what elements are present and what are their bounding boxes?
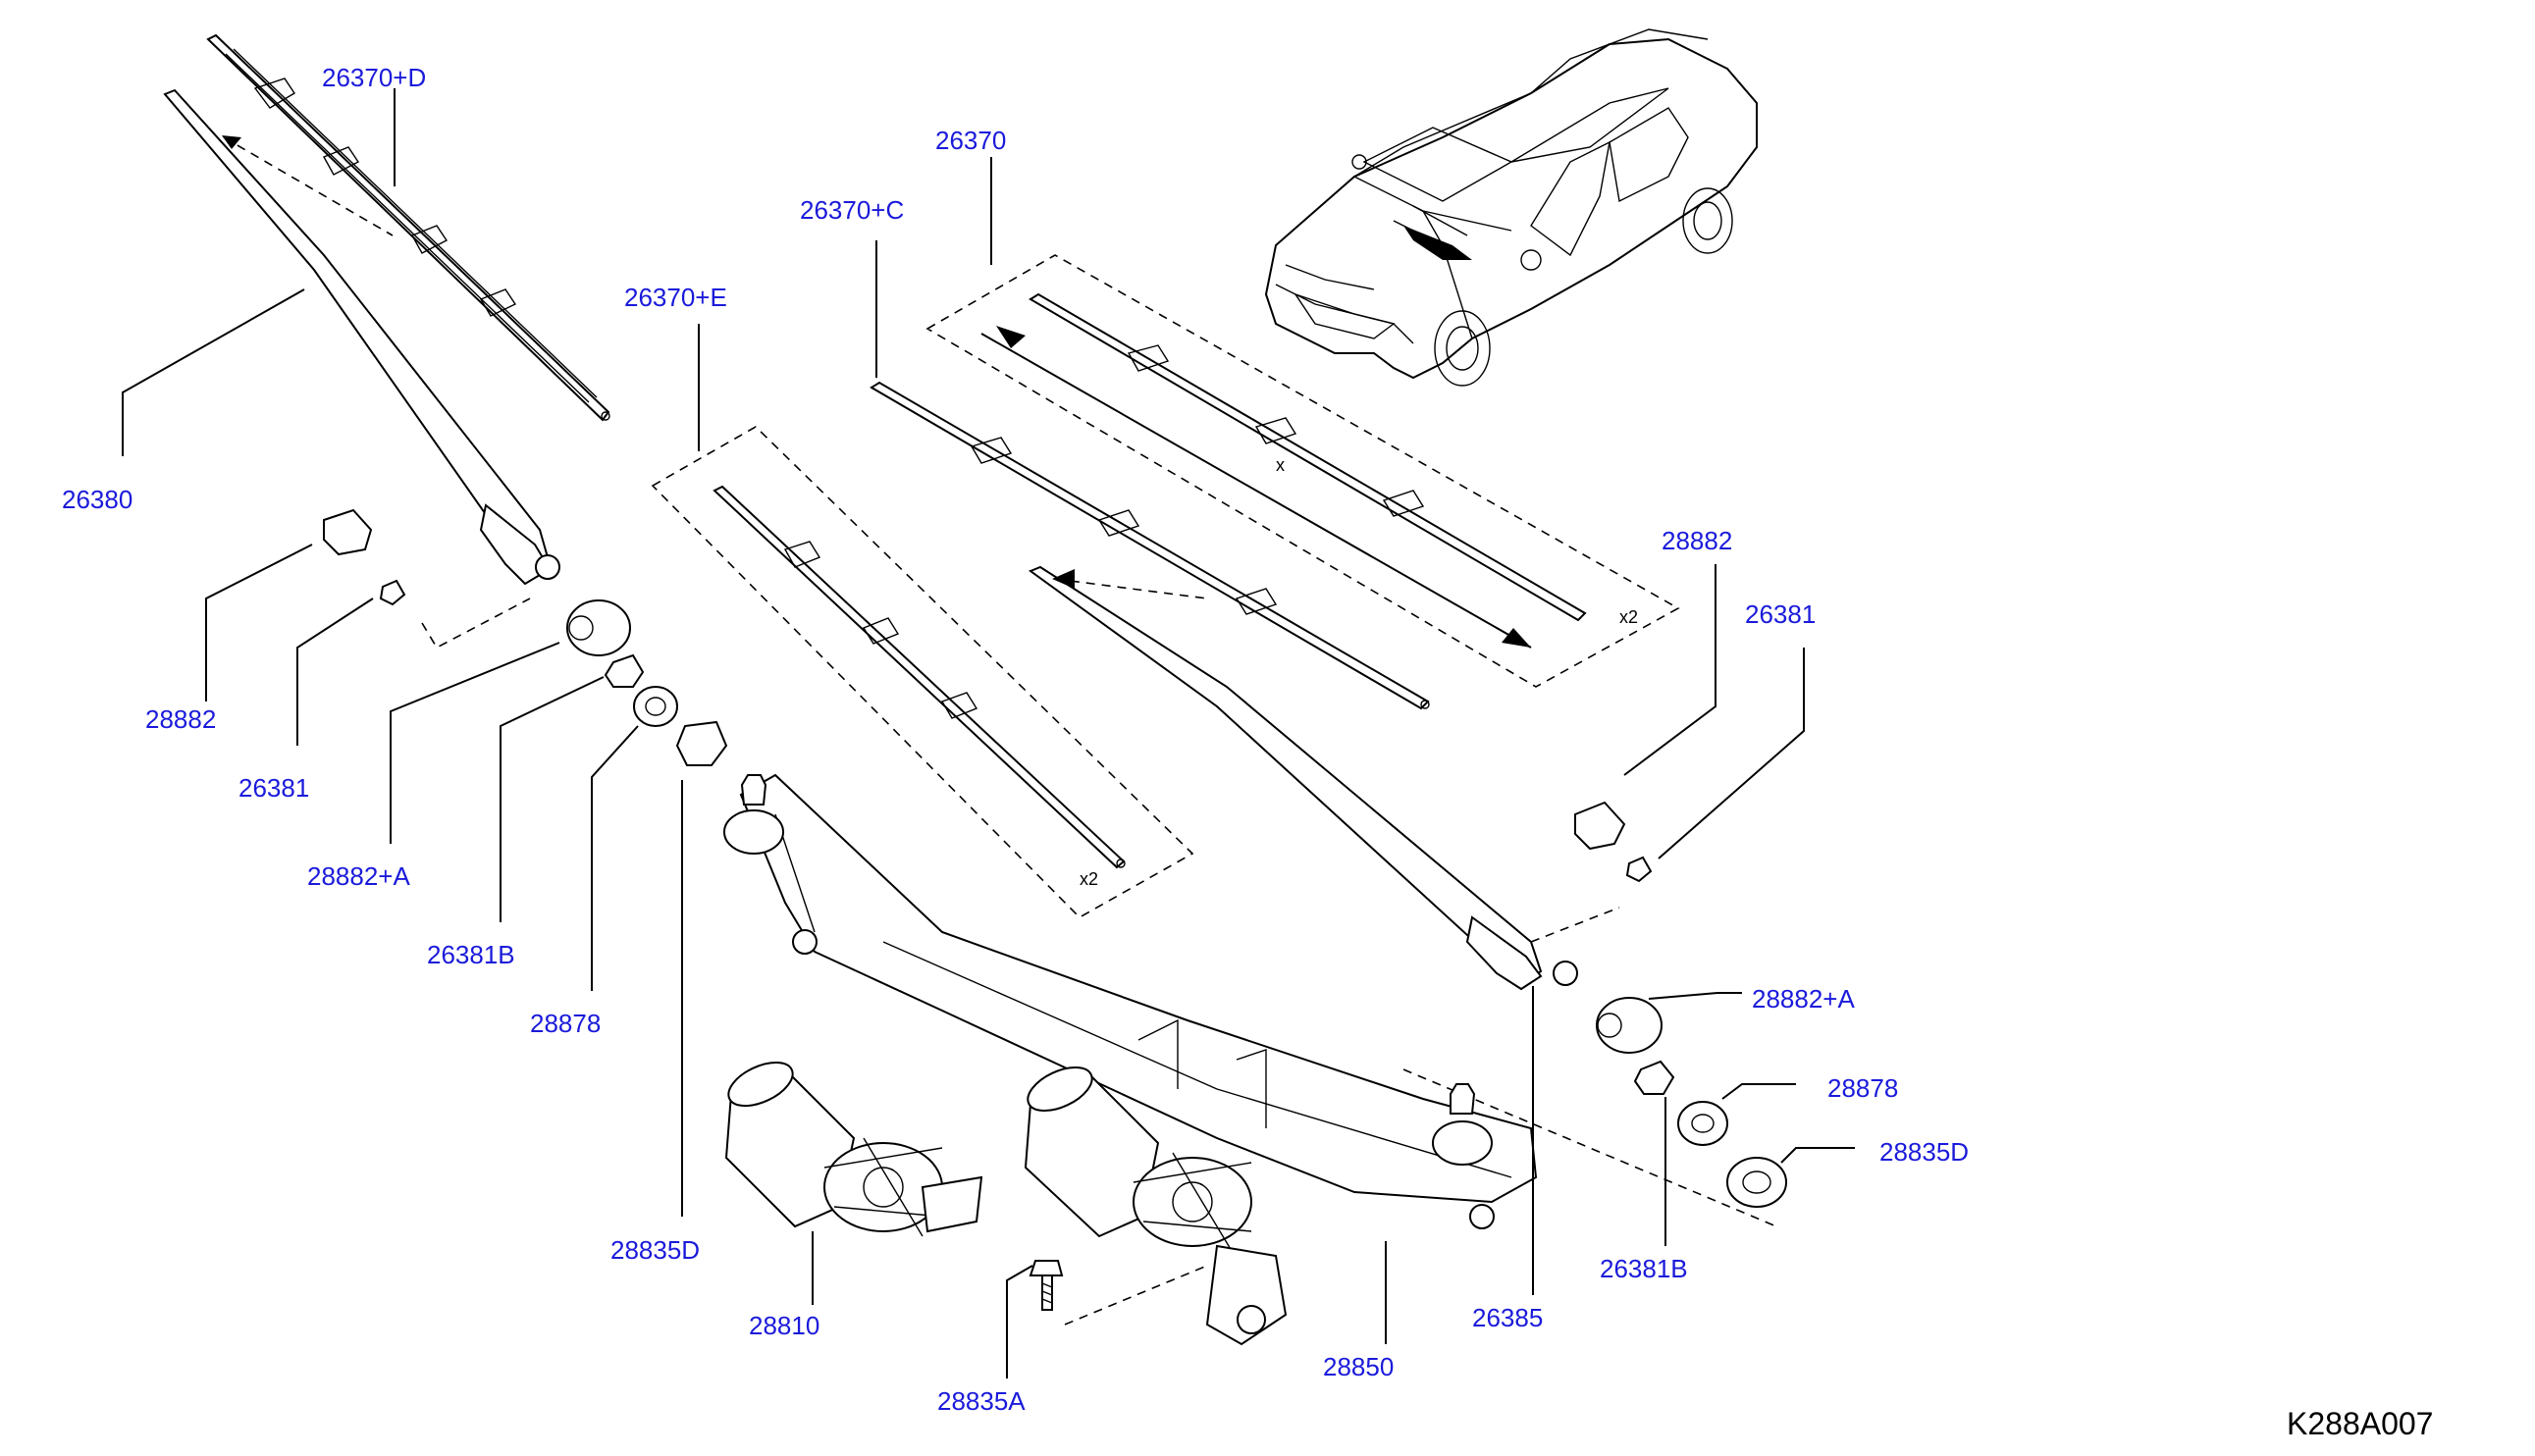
label-26370-e: 26370+E — [624, 283, 727, 312]
blade-group-main — [870, 254, 1680, 710]
drawing-code: K288A007 — [2287, 1406, 2433, 1441]
label-28810: 28810 — [749, 1311, 819, 1340]
left-nut-26381B — [604, 653, 645, 688]
label-28882-left: 28882 — [145, 704, 216, 734]
label-26380: 26380 — [62, 485, 132, 514]
motor-28810 — [724, 1061, 983, 1237]
label-26370: 26370 — [935, 126, 1006, 155]
multiplier-x2-top: x2 — [1619, 607, 1638, 627]
multiplier-x: x — [1276, 455, 1285, 475]
right-nut-26381B — [1633, 1060, 1675, 1095]
label-26385: 26385 — [1472, 1303, 1543, 1332]
right-pivot-cap — [1596, 997, 1663, 1054]
blade-group-e — [651, 426, 1194, 918]
label-26381-right: 26381 — [1745, 599, 1816, 629]
right-wiper-arm — [1028, 565, 1620, 991]
right-bushing-28835D — [1726, 1157, 1787, 1208]
right-nut-26381 — [1625, 856, 1653, 883]
motor-center — [1024, 1066, 1288, 1346]
left-pivot-cap — [566, 599, 631, 656]
left-bushing-28835D — [675, 720, 728, 766]
left-washer-28878 — [633, 686, 678, 727]
left-cap-28882 — [323, 508, 373, 556]
label-26381b-left: 26381B — [427, 940, 515, 969]
left-wiper-blade — [206, 33, 610, 422]
label-26381b-right: 26381B — [1600, 1254, 1688, 1283]
label-28835d-left: 28835D — [610, 1235, 700, 1265]
label-26370-d: 26370+D — [322, 63, 426, 92]
label-28878-left: 28878 — [530, 1009, 601, 1038]
car-illustration — [1264, 28, 1758, 387]
label-26370-c: 26370+C — [800, 195, 904, 225]
label-28835d-right: 28835D — [1879, 1137, 1969, 1167]
right-small-parts — [1402, 801, 1787, 1227]
label-28882-a-left: 28882+A — [307, 861, 410, 891]
leader-lines — [122, 88, 1855, 1378]
label-26381-left: 26381 — [238, 773, 309, 803]
label-28835a: 28835A — [937, 1386, 1026, 1416]
label-28850: 28850 — [1323, 1352, 1394, 1381]
linkage-assembly — [723, 773, 1538, 1229]
label-28878-right: 28878 — [1827, 1073, 1898, 1103]
multiplier-x2-center: x2 — [1080, 869, 1098, 889]
bolt-28835A — [1029, 1260, 1208, 1326]
right-cap-28882 — [1574, 801, 1626, 851]
left-nut-26381 — [379, 579, 406, 606]
label-28882-right: 28882 — [1662, 526, 1732, 555]
part-labels: 26370+D 26370 26370+C 26370+E 26380 2888… — [62, 63, 2433, 1441]
left-small-parts — [323, 508, 728, 766]
right-washer-28878 — [1677, 1101, 1728, 1146]
label-28882-a-right: 28882+A — [1752, 984, 1855, 1014]
left-wiper-arm — [163, 88, 560, 586]
